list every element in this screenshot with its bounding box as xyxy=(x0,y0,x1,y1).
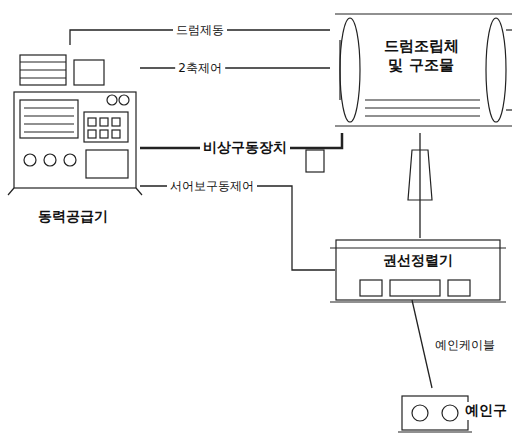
line-label: 서어보구동제어 xyxy=(167,178,257,195)
component-name: 드럼조립체 및 구조물 xyxy=(374,37,468,75)
line-label: 비상구동장치 xyxy=(200,139,290,157)
line-label: 드럼제동 xyxy=(173,22,227,39)
component-name: 예인구 xyxy=(463,402,509,420)
line-label: 2축제어 xyxy=(175,60,225,77)
component-node: 드럼조립체 및 구조물 xyxy=(330,8,512,133)
connection-line xyxy=(140,68,330,69)
line-label: 예인케이블 xyxy=(432,337,498,354)
component-node: 동력공급기 xyxy=(5,45,140,227)
power-unit-frame xyxy=(14,92,136,188)
component-node: 권선정렬기 xyxy=(335,238,501,300)
connection-line xyxy=(412,300,432,388)
motor-housing xyxy=(20,55,66,85)
connection-line xyxy=(140,186,335,270)
component-node: 예인구 xyxy=(398,388,512,434)
component-name: 동력공급기 xyxy=(36,208,110,226)
connection-line xyxy=(420,133,421,238)
component-name: 권선정렬기 xyxy=(381,252,455,270)
